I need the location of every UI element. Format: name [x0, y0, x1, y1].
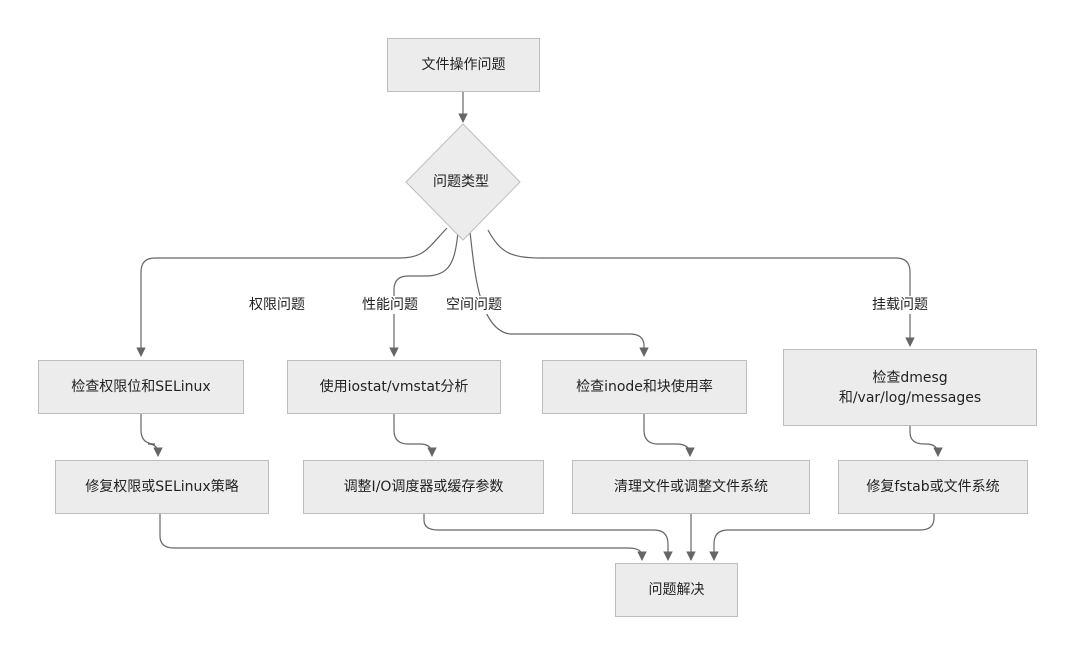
space-check-node: 检查inode和块使用率 — [542, 360, 747, 414]
decision-label: 问题类型 — [433, 174, 489, 190]
end-node: 问题解决 — [615, 563, 738, 617]
space-fix-node: 清理文件或调整文件系统 — [572, 460, 810, 514]
edge-decision-to-permission — [136, 227, 448, 357]
edge-performance-fix-to-end — [423, 514, 673, 561]
edge-mount-fix-to-end — [709, 514, 935, 561]
edge-label-mount: 挂载问题 — [870, 296, 930, 314]
mount-check-node: 检查dmesg 和/var/log/messages — [783, 349, 1037, 426]
space-check-label: 检查inode和块使用率 — [576, 379, 713, 395]
permission-check-label: 检查权限位和SELinux — [71, 379, 211, 395]
edge-label-permission: 权限问题 — [247, 296, 307, 314]
edge-label-space: 空间问题 — [444, 296, 504, 314]
edge-decision-to-mount — [487, 229, 915, 347]
mount-check-label-line2: 和/var/log/messages — [838, 389, 982, 406]
permission-fix-label: 修复权限或SELinux策略 — [85, 479, 239, 495]
performance-check-label: 使用iostat/vmstat分析 — [319, 379, 469, 395]
performance-check-node: 使用iostat/vmstat分析 — [287, 360, 501, 414]
permission-check-node: 检查权限位和SELinux — [38, 360, 244, 414]
space-fix-label: 清理文件或调整文件系统 — [614, 479, 768, 495]
edge-space-check-to-fix — [643, 414, 695, 457]
start-node-label: 文件操作问题 — [421, 57, 506, 73]
mount-check-label-line1: 检查dmesg — [872, 369, 948, 386]
mount-fix-node: 修复fstab或文件系统 — [838, 460, 1028, 514]
start-node: 文件操作问题 — [387, 38, 540, 92]
edge-label-performance: 性能问题 — [360, 296, 420, 314]
edge-permission-check-to-fix — [140, 414, 163, 457]
decision-diamond — [405, 123, 521, 241]
edge-decision-to-performance — [389, 231, 459, 357]
edge-performance-check-to-fix — [393, 414, 437, 457]
mount-fix-label: 修复fstab或文件系统 — [866, 479, 1000, 495]
edge-decision-to-space — [469, 231, 649, 357]
edge-permission-fix-to-end — [159, 514, 647, 561]
performance-fix-label: 调整I/O调度器或缓存参数 — [343, 479, 504, 495]
performance-fix-node: 调整I/O调度器或缓存参数 — [303, 460, 544, 514]
permission-fix-node: 修复权限或SELinux策略 — [55, 460, 269, 514]
end-node-label: 问题解决 — [648, 582, 705, 598]
edge-mount-check-to-fix — [909, 426, 943, 457]
